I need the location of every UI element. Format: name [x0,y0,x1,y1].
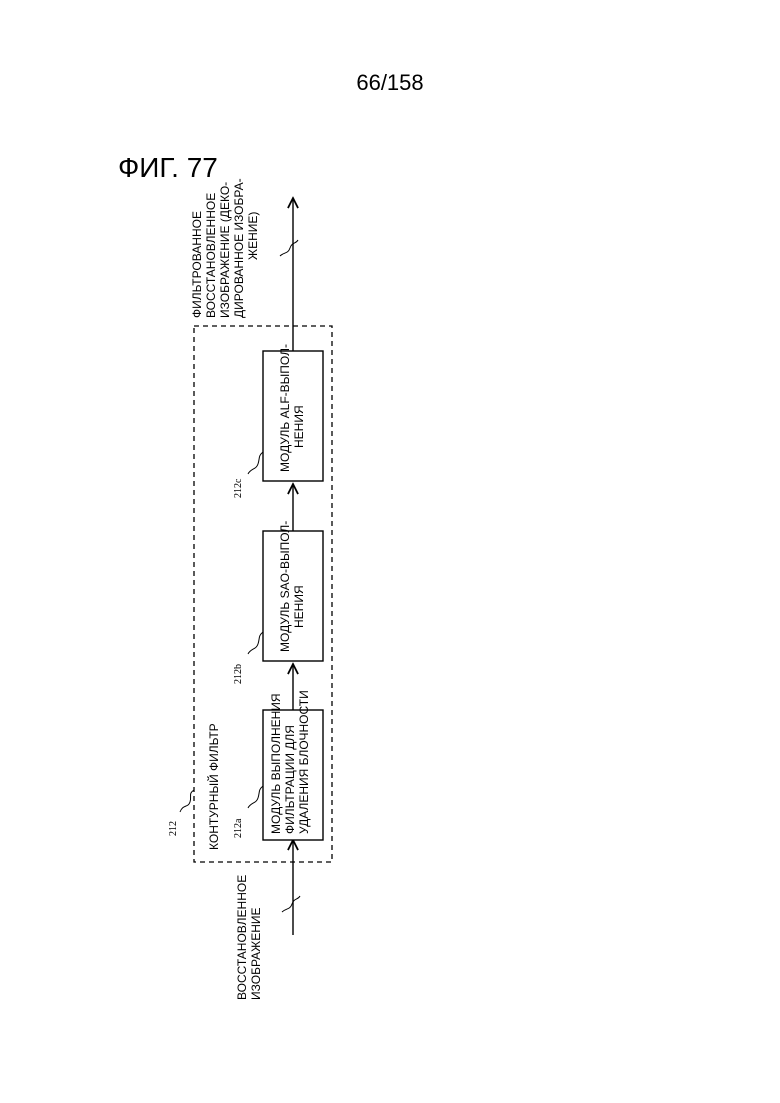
deblocking-line-3: УДАЛЕНИЯ БЛОЧНОСТИ [297,690,311,834]
alf-line-1: МОДУЛЬ ALF-ВЫПОЛ- [278,344,292,472]
output-line-1: ФИЛЬТРОВАННОЕ [190,211,204,318]
deblocking-leader [248,786,263,808]
deblocking-line-1: МОДУЛЬ ВЫПОЛНЕНИЯ [269,693,283,834]
output-line-4: ДИРОВАННОЕ ИЗОБРА- [232,178,246,318]
output-line-3: ИЗОБРАЖЕНИЕ (ДЕКО- [218,182,232,318]
sao-leader [248,632,263,654]
output-line-2: ВОССТАНОВЛЕННОЕ [204,193,218,318]
sao-module-ref: 212b [233,664,244,684]
output-label: ФИЛЬТРОВАННОЕ ВОССТАНОВЛЕННОЕ ИЗОБРАЖЕНИ… [190,178,260,318]
alf-line-2: НЕНИЯ [292,405,306,448]
sao-line-1: МОДУЛЬ SAO-ВЫПОЛ- [278,521,292,652]
input-label: ВОССТАНОВЛЕННОЕ ИЗОБРАЖЕНИЕ [235,875,263,1000]
sao-line-2: НЕНИЯ [292,585,306,628]
output-line-5: ЖЕНИЕ) [246,212,260,260]
loop-filter-label: КОНТУРНЫЙ ФИЛЬТР [206,723,221,850]
alf-leader [248,452,263,474]
output-leader [280,240,298,256]
deblocking-module-ref: 212a [233,818,244,838]
input-line-1: ВОССТАНОВЛЕННОЕ [235,875,249,1000]
alf-module-ref: 212c [233,478,244,498]
input-line-2: ИЗОБРАЖЕНИЕ [249,907,263,1000]
loop-filter-leader [180,790,194,812]
loop-filter-ref: 212 [168,821,179,836]
input-leader [282,896,300,912]
deblocking-line-2: ФИЛЬТРАЦИИ ДЛЯ [283,725,297,834]
